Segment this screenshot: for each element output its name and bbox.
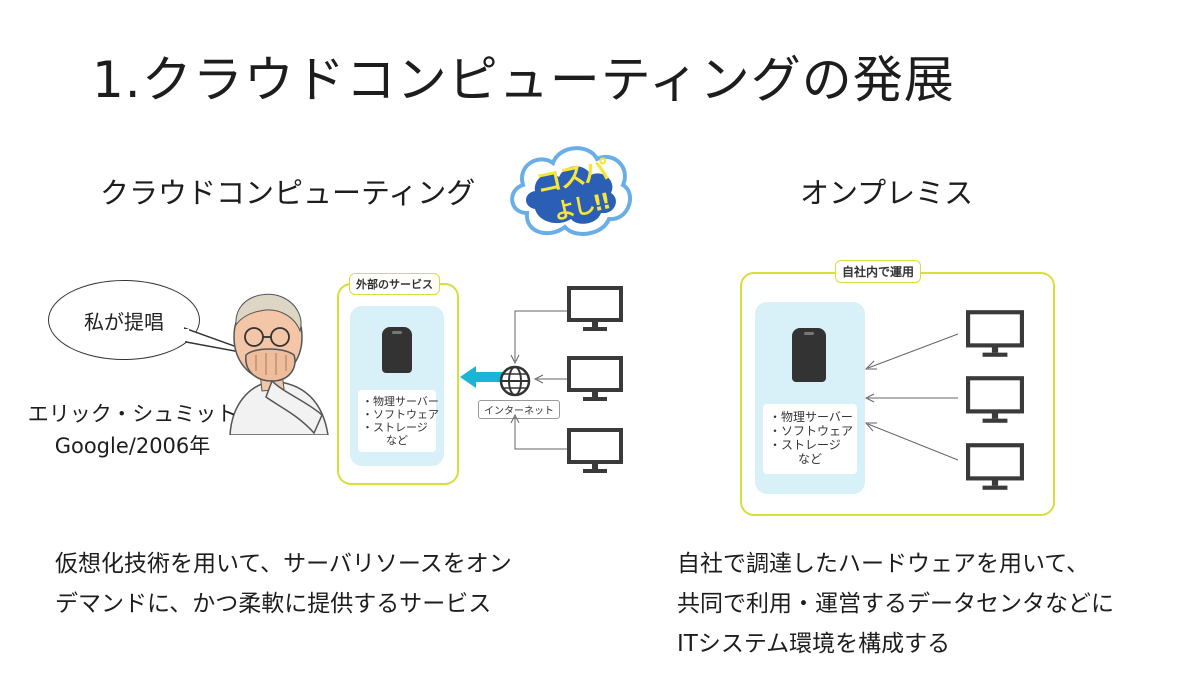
cloud-description: 仮想化技術を用いて、サーバリソースをオン デマンドに、かつ柔軟に提供するサービス [55, 544, 512, 624]
person-illustration [210, 285, 335, 436]
onprem-connectors [864, 333, 959, 461]
server-icon [382, 327, 412, 373]
server-icon [792, 328, 826, 382]
monitor-icon [966, 310, 1024, 357]
speech-text: 私が提唱 [48, 280, 200, 360]
spec-item: ・ソフトウェア [769, 424, 854, 438]
description-line: 自社で調達したハードウェアを用いて、 [677, 551, 1090, 577]
cospa-badge: コスパ よし!! [505, 135, 635, 245]
page-title: 1.クラウドコンピューティングの発展 [92, 51, 955, 109]
spec-item: ・ストレージ [362, 421, 428, 434]
speech-bubble: 私が提唱 [48, 280, 263, 360]
monitor-icon [567, 356, 623, 401]
description-line: 共同で利用・運営するデータセンタなどに [677, 591, 1114, 617]
cyan-arrow-icon [460, 366, 506, 388]
onprem-spec-list: ・物理サーバー ・ソフトウェア ・ストレージ など [763, 404, 857, 474]
monitor-icon [966, 443, 1024, 490]
person-affiliation: Google/2006年 [54, 434, 211, 458]
globe-icon [499, 365, 531, 397]
spec-item: など [386, 434, 408, 447]
spec-item: など [797, 452, 822, 466]
network-connectors [510, 310, 567, 450]
description-line: ITシステム環境を構成する [677, 631, 951, 657]
onprem-heading: オンプレミス [800, 176, 974, 210]
cloud-spec-list: ・物理サーバー ・ソフトウェア ・ストレージ など [358, 390, 439, 452]
monitor-icon [567, 286, 623, 331]
onprem-description: 自社で調達したハードウェアを用いて、 共同で利用・運営するデータセンタなどに I… [677, 544, 1114, 664]
monitor-icon [966, 376, 1024, 423]
spec-item: ・物理サーバー [769, 410, 853, 424]
cloud-heading: クラウドコンピューティング [100, 176, 476, 210]
external-service-label: 外部のサービス [349, 273, 440, 295]
spec-item: ・ストレージ [769, 438, 841, 452]
spec-item: ・ソフトウェア [362, 408, 439, 421]
monitor-icon [567, 428, 623, 473]
spec-item: ・物理サーバー [362, 395, 439, 408]
in-house-label: 自社内で運用 [835, 260, 922, 283]
description-line: デマンドに、かつ柔軟に提供するサービス [55, 591, 492, 617]
person-caption: エリック・シュミット Google/2006年 [20, 398, 245, 462]
person-name: エリック・シュミット [27, 402, 238, 426]
internet-label: インターネット [478, 400, 560, 419]
cloud-badge-icon [510, 146, 633, 236]
person-avatar-icon [229, 293, 329, 436]
description-line: 仮想化技術を用いて、サーバリソースをオン [55, 551, 512, 577]
